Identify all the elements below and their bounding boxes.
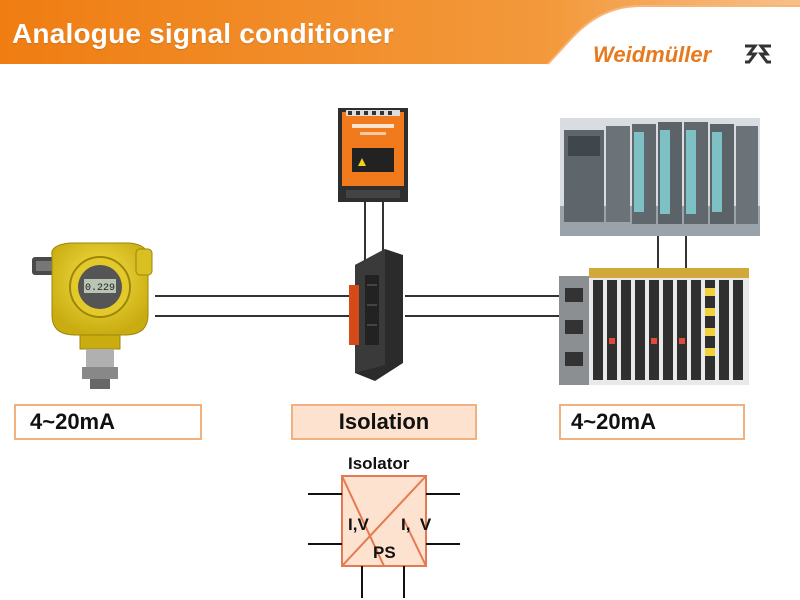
ps-diagonal-left — [341, 475, 385, 567]
brand-symbol-icon — [745, 44, 771, 64]
isolator-schematic — [308, 475, 460, 598]
ps-diagonal-right — [403, 519, 427, 567]
pressure-transmitter: 0.229 — [32, 242, 153, 389]
slide-title: Analogue signal conditioner — [12, 18, 394, 49]
output-signal-label: 4~20mA — [559, 404, 745, 440]
plc-rack — [560, 118, 760, 236]
schematic-input-label: I,V — [348, 515, 369, 534]
weidmuller-logo: Weidmüller — [593, 42, 771, 67]
power-supply-unit — [338, 108, 408, 202]
transmitter-display-value: 0.229 — [85, 283, 115, 294]
input-signal-label: 4~20mA — [14, 404, 202, 440]
schematic-power-label: PS — [373, 543, 396, 562]
schematic-output-label: I, V — [401, 515, 432, 534]
schematic-title: Isolator — [348, 454, 410, 473]
isolator-module — [349, 249, 403, 381]
brand-name: Weidmüller — [593, 42, 713, 67]
remote-io-rack — [559, 268, 749, 385]
isolation-label: Isolation — [291, 404, 477, 440]
isolation-diagonal — [341, 475, 427, 567]
header-band — [0, 0, 800, 65]
